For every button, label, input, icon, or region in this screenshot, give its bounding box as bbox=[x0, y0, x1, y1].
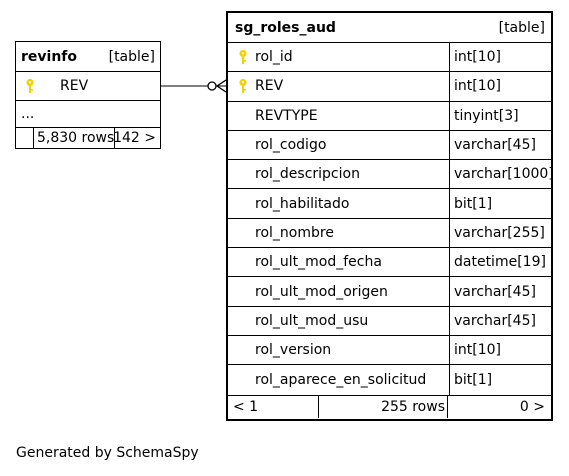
column-name: rol_version bbox=[255, 342, 332, 359]
column-row: rol_ult_mod_usu varchar[45] bbox=[228, 306, 551, 336]
primary-key-icon bbox=[237, 43, 249, 71]
column-name: rol_id bbox=[255, 49, 293, 66]
column-row: rol_ult_mod_origen varchar[45] bbox=[228, 277, 551, 307]
column-list: rol_id int[10] REV int[10] REVTYPE tinyint[3]… bbox=[228, 43, 554, 396]
column-name: REV bbox=[255, 78, 284, 95]
crows-foot-upper bbox=[216, 79, 227, 87]
column-type: datetime[19] bbox=[454, 254, 546, 271]
column-row: REV int[10] bbox=[228, 72, 551, 102]
column-row: rol_ult_mod_fecha datetime[19] bbox=[228, 248, 551, 278]
column-type: tinyint[3] bbox=[454, 107, 519, 124]
column-row: rol_codigo varchar[45] bbox=[228, 130, 551, 161]
column-type: varchar[255] bbox=[454, 224, 545, 241]
column-row: rol_version int[10] bbox=[228, 335, 551, 366]
column-row: rol_habilitado bit[1] bbox=[228, 189, 551, 219]
column-ellipsis-row: ... bbox=[16, 101, 160, 128]
table-name: revinfo bbox=[21, 48, 77, 65]
column-type: varchar[45] bbox=[454, 137, 536, 154]
parents-count[interactable]: < 1 bbox=[233, 398, 259, 415]
row-count: 255 rows bbox=[381, 398, 445, 415]
column-type: varchar[45] bbox=[454, 283, 536, 300]
revinfo-table[interactable]: revinfo [table] REV ... 5,830 rows 142 > bbox=[15, 41, 161, 149]
row-count: 5,830 rows bbox=[37, 130, 115, 146]
column-name: REVTYPE bbox=[255, 107, 318, 124]
ellipsis: ... bbox=[21, 106, 35, 122]
column-name: rol_ult_mod_fecha bbox=[255, 254, 382, 271]
table-name: sg_roles_aud bbox=[235, 19, 336, 36]
sg-roles-aud-table[interactable]: sg_roles_aud [table] rol_id int[10] REV int… bbox=[226, 11, 554, 421]
table-footer: < 1 255 rows 0 > bbox=[228, 395, 551, 418]
generated-by-label: Generated by SchemaSpy bbox=[16, 445, 199, 461]
column-type: int[10] bbox=[454, 78, 501, 95]
column-row: rol_id int[10] bbox=[228, 43, 551, 73]
table-header: sg_roles_aud [table] bbox=[228, 13, 551, 43]
column-type: int[10] bbox=[454, 49, 501, 66]
column-row: rol_descripcion varchar[1000] bbox=[228, 160, 554, 190]
column-name: rol_aparece_en_solicitud bbox=[255, 371, 427, 388]
children-count[interactable]: 0 > bbox=[519, 398, 545, 415]
column-row: REVTYPE tinyint[3] bbox=[228, 101, 551, 131]
column-type: bit[1] bbox=[454, 195, 493, 212]
column-name: REV bbox=[60, 78, 89, 94]
column-name: rol_nombre bbox=[255, 224, 334, 241]
column-row: rol_nombre varchar[255] bbox=[228, 218, 551, 249]
column-type: varchar[1000] bbox=[454, 166, 554, 183]
column-type: bit[1] bbox=[454, 371, 493, 388]
table-footer: 5,830 rows 142 > bbox=[16, 128, 160, 148]
children-count[interactable]: 142 > bbox=[113, 130, 156, 146]
column-type: varchar[45] bbox=[454, 312, 536, 329]
table-kind: [table] bbox=[498, 19, 545, 36]
zero-cardinality-circle bbox=[207, 81, 217, 91]
primary-key-icon bbox=[237, 72, 249, 100]
table-header: revinfo [table] bbox=[16, 42, 160, 72]
column-row: REV bbox=[16, 72, 160, 101]
column-name: rol_codigo bbox=[255, 137, 327, 154]
column-name: rol_descripcion bbox=[255, 166, 360, 183]
crows-foot-lower bbox=[216, 85, 227, 93]
column-type: int[10] bbox=[454, 342, 501, 359]
primary-key-icon bbox=[24, 72, 36, 100]
column-name: rol_habilitado bbox=[255, 195, 350, 212]
column-name: rol_ult_mod_origen bbox=[255, 283, 388, 300]
column-row: rol_aparece_en_solicitud bit[1] bbox=[228, 365, 551, 395]
table-kind: [table] bbox=[108, 48, 155, 65]
column-name: rol_ult_mod_usu bbox=[255, 312, 369, 329]
